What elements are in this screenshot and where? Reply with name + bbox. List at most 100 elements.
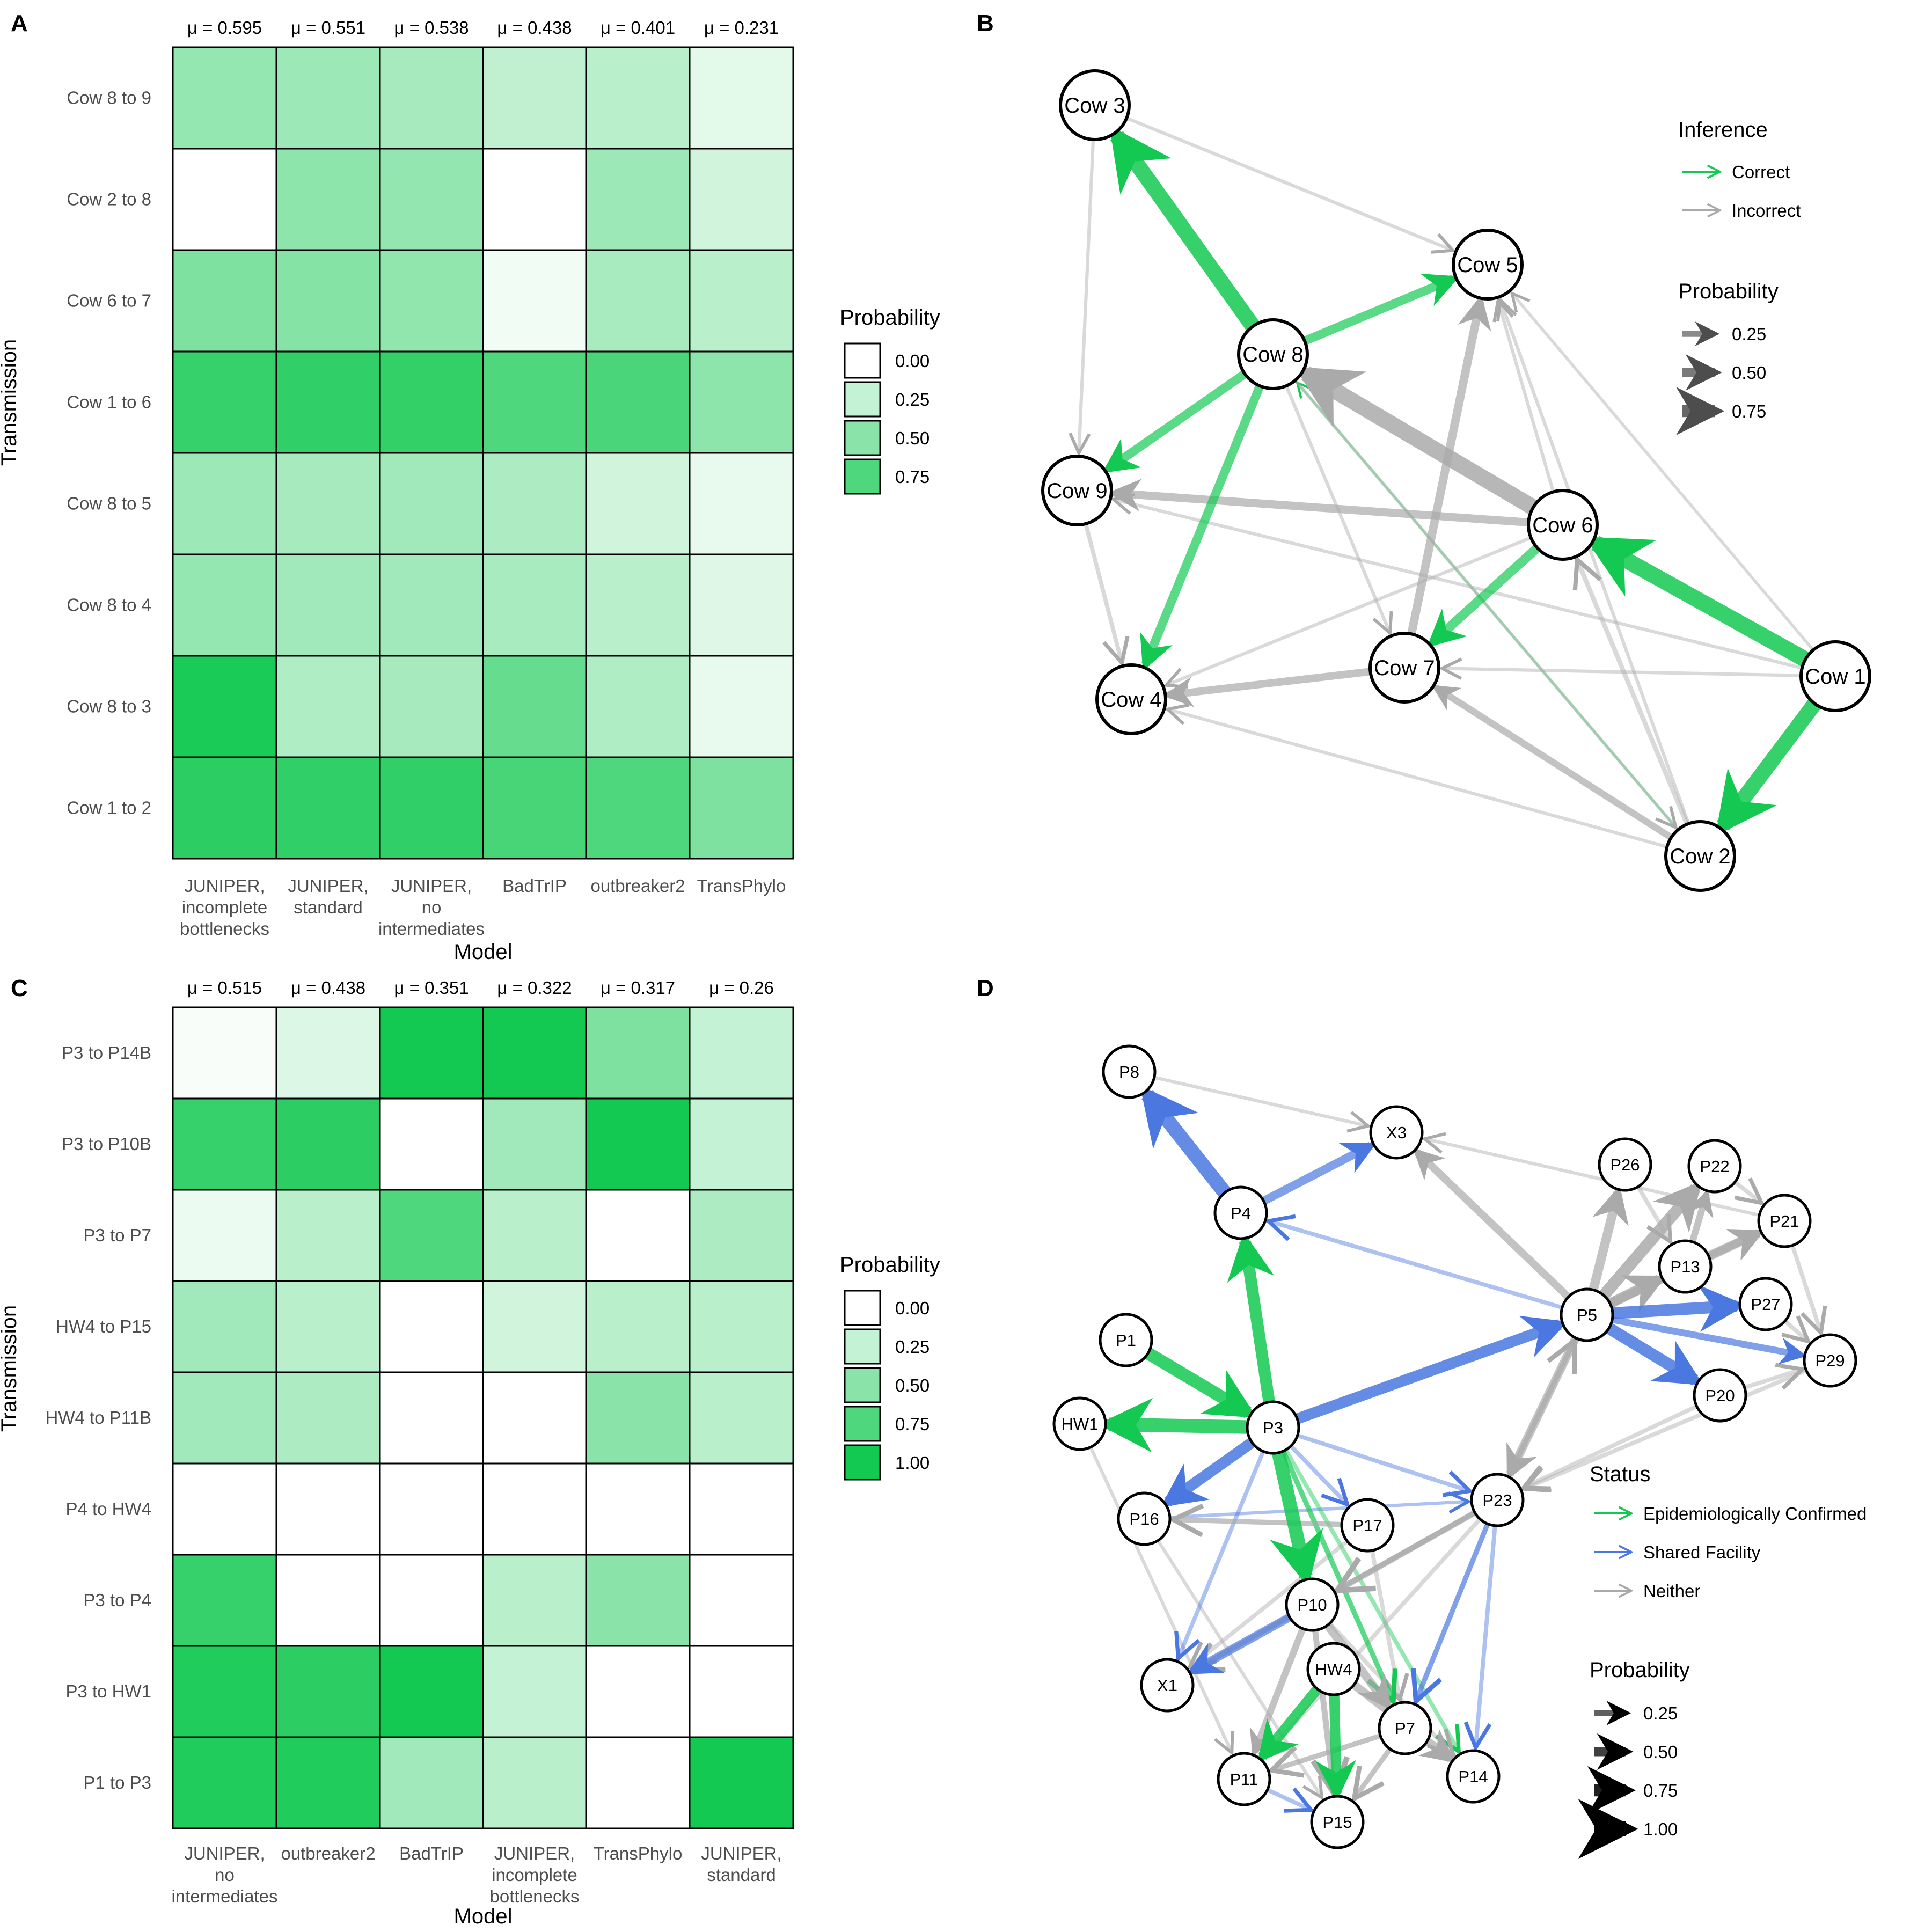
heatmap-cell bbox=[379, 1371, 484, 1465]
node-p8 bbox=[1102, 1044, 1157, 1099]
node-p22 bbox=[1687, 1139, 1742, 1194]
row-label: P4 to HW4 bbox=[65, 1499, 151, 1519]
heatmap-cell bbox=[172, 452, 277, 555]
panel-a-legend: 0.000.250.500.75 bbox=[844, 342, 930, 495]
edge-cow-1-to-cow-9 bbox=[1114, 500, 1803, 670]
heatmap-cell bbox=[689, 1189, 794, 1282]
panel-c-x-title: Model bbox=[454, 1905, 513, 1928]
heatmap-cell bbox=[482, 1097, 587, 1191]
row-label: Cow 6 to 7 bbox=[67, 291, 151, 311]
node-label: X3 bbox=[1386, 1123, 1407, 1142]
edge-p3-to-p16 bbox=[1160, 1438, 1255, 1507]
heatmap-cell bbox=[379, 1006, 484, 1100]
node-cow-2 bbox=[1664, 820, 1736, 892]
node-cow-6 bbox=[1527, 489, 1599, 561]
legend-label: 1.00 bbox=[1643, 1819, 1678, 1839]
edge-p3-to-p4 bbox=[1227, 1232, 1275, 1403]
heatmap-cell bbox=[379, 452, 484, 555]
edge-cow-1-to-cow-5 bbox=[1512, 293, 1814, 651]
edge-p27-to-p29 bbox=[1785, 1321, 1808, 1342]
heatmap-cell bbox=[585, 1189, 691, 1282]
node-label: P7 bbox=[1395, 1719, 1415, 1738]
row-label: Cow 8 to 5 bbox=[67, 494, 151, 514]
edge-cow-1-to-cow-2 bbox=[1715, 699, 1821, 836]
heatmap-cell bbox=[172, 1554, 277, 1647]
node-label: P17 bbox=[1352, 1516, 1382, 1535]
heatmap-cell bbox=[689, 1645, 794, 1738]
heatmap-cell bbox=[275, 148, 381, 251]
node-p10 bbox=[1285, 1577, 1340, 1632]
heatmap-cell bbox=[379, 350, 484, 454]
heatmap-cell bbox=[172, 655, 277, 758]
heatmap-cell bbox=[482, 249, 587, 353]
legend-label: 0.75 bbox=[1732, 401, 1766, 421]
mean-label: μ = 0.26 bbox=[709, 978, 774, 998]
heatmap-cell bbox=[275, 1554, 381, 1647]
panel-a-y-title: Transmission bbox=[0, 339, 21, 466]
edge-p5-to-p13 bbox=[1607, 1275, 1667, 1312]
row-label: Cow 1 to 6 bbox=[67, 392, 151, 412]
heatmap-cell bbox=[482, 1645, 587, 1738]
panel-a-legend-title: Probability bbox=[840, 306, 940, 330]
row-label: P3 to P7 bbox=[83, 1225, 151, 1245]
row-label: Cow 8 to 9 bbox=[67, 88, 151, 108]
legend-label: Epidemiologically Confirmed bbox=[1643, 1504, 1867, 1524]
heatmap-cell bbox=[689, 1371, 794, 1465]
heatmap-cell bbox=[689, 148, 794, 251]
legend-label: 0.25 bbox=[895, 390, 930, 409]
heatmap-cell bbox=[585, 1097, 691, 1191]
heatmap-cell bbox=[172, 350, 277, 454]
heatmap-cell bbox=[482, 1554, 587, 1647]
legend-label: 0.75 bbox=[895, 1414, 930, 1434]
node-p11 bbox=[1217, 1752, 1271, 1806]
edge-p5-to-p22 bbox=[1599, 1181, 1702, 1299]
mean-label: μ = 0.438 bbox=[497, 18, 572, 38]
heatmap-cell bbox=[379, 1189, 484, 1282]
mean-label: μ = 0.595 bbox=[187, 18, 262, 38]
edge-p23-to-p10 bbox=[1337, 1510, 1476, 1591]
heatmap-cell bbox=[275, 1645, 381, 1738]
legend-label: Neither bbox=[1643, 1581, 1700, 1601]
node-hw4 bbox=[1306, 1642, 1361, 1696]
node-label: Cow 9 bbox=[1046, 479, 1107, 503]
legend-label: 1.00 bbox=[895, 1453, 930, 1473]
edge-p3-to-p17 bbox=[1289, 1444, 1347, 1505]
legend-label: 0.50 bbox=[895, 1375, 930, 1395]
node-p21 bbox=[1757, 1194, 1812, 1248]
edge-p3-to-p5 bbox=[1295, 1315, 1568, 1424]
row-label: Cow 2 to 8 bbox=[67, 189, 151, 209]
panel-b-legend-probability: 0.250.500.75 bbox=[1676, 321, 1766, 435]
edge-cow-8-to-cow-9 bbox=[1102, 370, 1248, 473]
edge-p5-to-x3 bbox=[1413, 1148, 1571, 1300]
heatmap-cell bbox=[585, 553, 691, 657]
heatmap-cell bbox=[482, 350, 587, 454]
panel-c-legend-title: Probability bbox=[840, 1253, 940, 1277]
legend-swatch bbox=[844, 381, 881, 418]
node-cow-1 bbox=[1799, 640, 1871, 712]
node-p27 bbox=[1738, 1277, 1793, 1331]
node-label: P23 bbox=[1482, 1491, 1512, 1510]
node-p16 bbox=[1117, 1491, 1172, 1546]
mean-label: μ = 0.438 bbox=[291, 978, 365, 998]
edge-p10-to-x1 bbox=[1187, 1613, 1292, 1675]
heatmap-cell bbox=[689, 553, 794, 657]
legend-label: 0.25 bbox=[895, 1337, 930, 1357]
heatmap-cell bbox=[275, 249, 381, 353]
edge-cow-8-to-cow-3 bbox=[1109, 125, 1260, 331]
heatmap-cell bbox=[172, 756, 277, 860]
edge-cow-2-to-cow-4 bbox=[1167, 709, 1668, 848]
heatmap-cell bbox=[689, 1280, 794, 1373]
heatmap-cell bbox=[482, 1371, 587, 1465]
node-label: P21 bbox=[1769, 1212, 1799, 1231]
model-label: TransPhylo bbox=[594, 1843, 683, 1863]
edge-p3-to-p23 bbox=[1297, 1433, 1470, 1491]
mean-label: μ = 0.317 bbox=[601, 978, 675, 998]
node-label: P4 bbox=[1231, 1204, 1251, 1223]
heatmap-cell bbox=[275, 553, 381, 657]
heatmap-cell bbox=[585, 1280, 691, 1373]
panel-d-legend-probability: 0.250.500.751.00 bbox=[1578, 1701, 1678, 1859]
